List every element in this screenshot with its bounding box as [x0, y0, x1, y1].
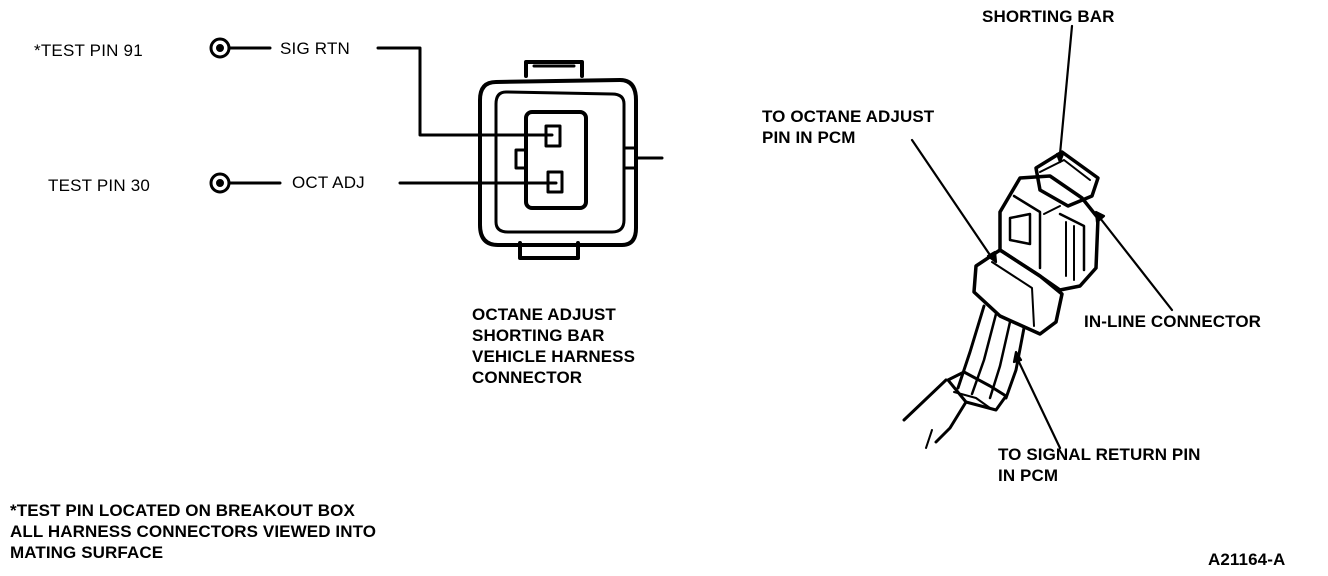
connector-caption-line-4: CONNECTOR	[472, 368, 583, 387]
connector-caption-line-1: OCTANE ADJUST	[472, 305, 616, 324]
footnote-line-3: MATING SURFACE	[10, 543, 164, 562]
to-octane-adjust-line-1: TO OCTANE ADJUST	[762, 107, 935, 126]
connector-caption-line-2: SHORTING BAR	[472, 326, 605, 345]
to-signal-return-label: TO SIGNAL RETURN PIN IN PCM	[998, 444, 1201, 486]
sig-rtn-wire	[376, 46, 554, 137]
to-signal-return-line-1: TO SIGNAL RETURN PIN	[998, 445, 1201, 464]
vehicle-harness-connector	[478, 60, 664, 260]
test-pin-30-terminal	[209, 172, 282, 194]
connector-caption: OCTANE ADJUST SHORTING BAR VEHICLE HARNE…	[472, 304, 635, 388]
to-octane-adjust-line-2: PIN IN PCM	[762, 128, 856, 147]
footnote: *TEST PIN LOCATED ON BREAKOUT BOX ALL HA…	[10, 500, 376, 563]
test-pin-30-label: TEST PIN 30	[48, 176, 151, 195]
connector-caption-line-3: VEHICLE HARNESS	[472, 347, 636, 366]
figure-id: A21164-A	[1208, 550, 1286, 569]
shorting-bar-label: SHORTING BAR	[982, 7, 1115, 26]
test-pin-91-terminal	[209, 37, 272, 59]
to-octane-adjust-label: TO OCTANE ADJUST PIN IN PCM	[762, 106, 934, 148]
to-signal-return-line-2: IN PCM	[998, 466, 1059, 485]
leader-lines	[910, 24, 1174, 450]
sig-rtn-label: SIG RTN	[280, 39, 351, 58]
test-pin-91-label: *TEST PIN 91	[34, 41, 143, 60]
in-line-connector-label: IN-LINE CONNECTOR	[1084, 312, 1262, 331]
oct-adj-label: OCT ADJ	[292, 173, 365, 192]
footnote-line-1: *TEST PIN LOCATED ON BREAKOUT BOX	[10, 501, 355, 520]
footnote-line-2: ALL HARNESS CONNECTORS VIEWED INTO	[10, 522, 377, 541]
in-line-connector-drawing	[902, 150, 1100, 449]
